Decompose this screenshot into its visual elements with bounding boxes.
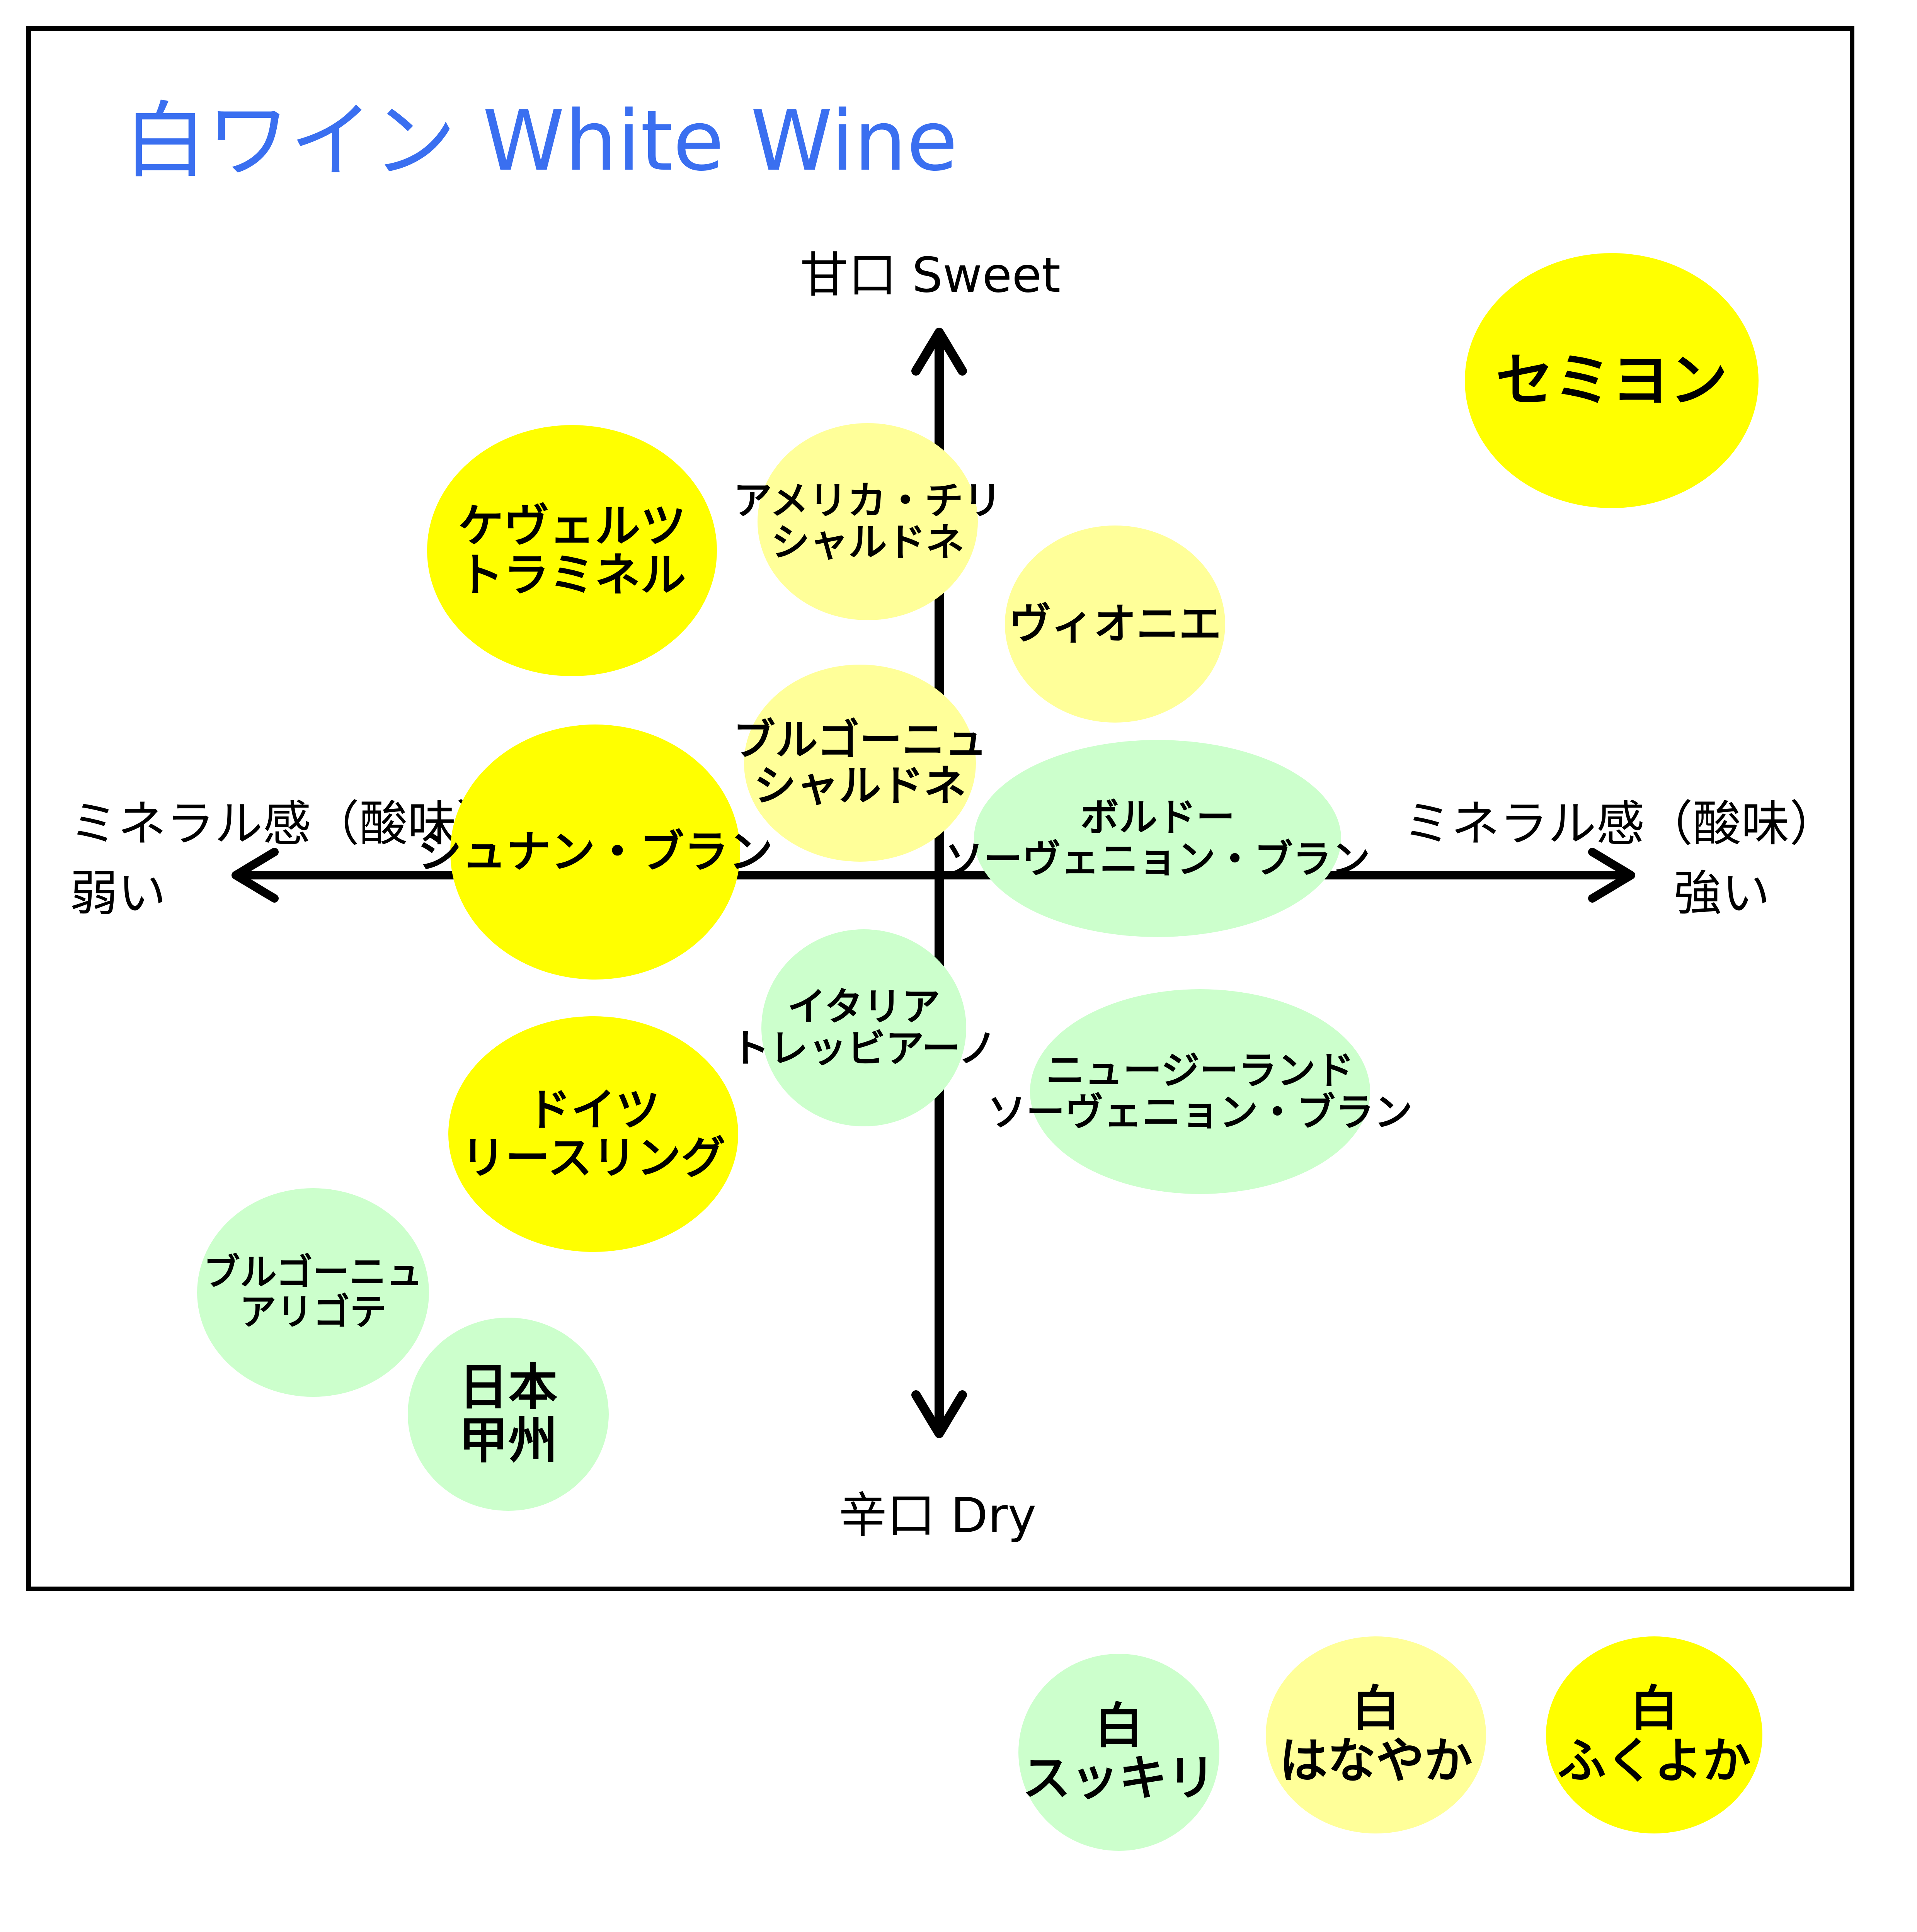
axis-top-label: 甘口 Sweet [800,247,1061,303]
axis-right-label-line2: 強い [1674,866,1770,922]
axis-bottom-label: 辛口 Dry [839,1488,1037,1544]
wine-bubble-nz-sauvignon-blanc-label-line-1: ニュージーランド [1046,1048,1354,1093]
wine-bubble-america-chile-chardonnay-label-line-1: アメリカ・チリ [733,478,1002,523]
wine-bubble-viognier-label-line-1: ヴィオニエ [1009,599,1221,649]
wine-bubble-japan-koshu-label-line-1: 日本 [458,1358,558,1416]
down-arrow-head [911,1390,967,1438]
wine-bubble-japan-koshu: 日本甲州 [408,1318,609,1511]
left-arrow-head [232,848,279,903]
legend-item-hanayaka: 白はなやか [1266,1636,1486,1833]
wine-bubble-gewurztraminer-label-line-2: トラミネル [458,548,686,602]
wine-bubble-germany-riesling-label-line-1: ドイツ [526,1084,660,1136]
legend-item-fukuyoka-label-line-2: ふくよか [1558,1733,1751,1789]
wine-bubble-america-chile-chardonnay-label-line-2: シャルドネ [771,520,964,565]
wine-bubble-gewurztraminer: ケヴェルツトラミネル [427,425,717,676]
legend-item-fukuyoka: 白ふくよか [1546,1636,1762,1833]
axis-right-label-line1: ミネラル感（酸味） [1403,796,1838,852]
wine-bubble-japan-koshu-label-line-2: 甲州 [458,1412,558,1469]
wine-bubble-gewurztraminer-label-line-1: ケヴェルツ [458,499,686,553]
wine-bubble-bordeaux-sauvignon-blanc-label-line-1: ボルドー [1080,795,1235,840]
wine-bubble-bourgogne-chardonnay-label-line-1: ブルゴーニュ [733,715,987,765]
wine-bubble-viognier: ヴィオニエ [1005,526,1225,723]
wine-bubble-bourgogne-aligote-label-line-1: ブルゴーニュ [203,1251,423,1294]
axis-left-label-line1: ミネラル感（酸味） [70,796,504,852]
legend-item-sukkiri-label-line-2: スッキリ [1022,1750,1216,1806]
legend-item-hanayaka-label-line-1: 白 [1352,1681,1400,1737]
chart-frame [26,26,1854,1591]
wine-bubble-chenin-blanc-label-line-1: シュナン・ブラン [417,826,773,878]
legend-item-sukkiri-label-line-1: 白 [1095,1698,1143,1754]
legend-item-hanayaka-label-line-2: はなやか [1279,1733,1473,1789]
wine-bubble-germany-riesling-label-line-2: リースリング [461,1132,726,1184]
wine-bubble-semillon-label-line-1: セミヨン [1495,347,1728,414]
wine-bubble-bordeaux-sauvignon-blanc-label-line-2: ソーヴェニョン・ブラン [945,837,1370,882]
axis-left-label-line2: 弱い [70,866,166,922]
wine-bubble-america-chile-chardonnay: アメリカ・チリシャルドネ [734,423,1002,620]
wine-bubble-bourgogne-aligote: ブルゴーニュアリゴテ [197,1188,429,1397]
wine-bubble-nz-sauvignon-blanc: ニュージーランドソーヴェニョン・ブラン [987,989,1413,1194]
wine-bubble-semillon: セミヨン [1465,253,1759,508]
chart-title: 白ワイン White Wine [124,92,958,189]
wine-bubble-italy-trebbiano-label-line-2: トレッビアーノ [731,1026,997,1071]
wine-bubble-nz-sauvignon-blanc-label-line-2: ソーヴェニョン・ブラン [987,1090,1413,1135]
wine-bubble-bourgogne-chardonnay: ブルゴーニュシャルドネ [733,665,987,862]
wine-bubble-bordeaux-sauvignon-blanc: ボルドーソーヴェニョン・ブラン [945,740,1370,937]
wine-bubble-bourgogne-aligote-label-line-2: アリゴテ [239,1291,386,1333]
wine-bubble-italy-trebbiano: イタリアトレッビアーノ [731,929,997,1126]
right-arrow-head [1588,848,1635,903]
legend-item-fukuyoka-label-line-1: 白 [1630,1681,1679,1737]
wine-bubble-germany-riesling: ドイツリースリング [448,1016,738,1252]
wine-bubble-italy-trebbiano-label-line-1: イタリア [787,984,940,1029]
up-arrow-head [911,328,967,376]
wine-bubble-chenin-blanc: シュナン・ブラン [417,724,773,980]
wine-bubble-bourgogne-chardonnay-label-line-2: シャルドネ [754,761,966,811]
legend-item-sukkiri: 白スッキリ [1018,1654,1219,1851]
